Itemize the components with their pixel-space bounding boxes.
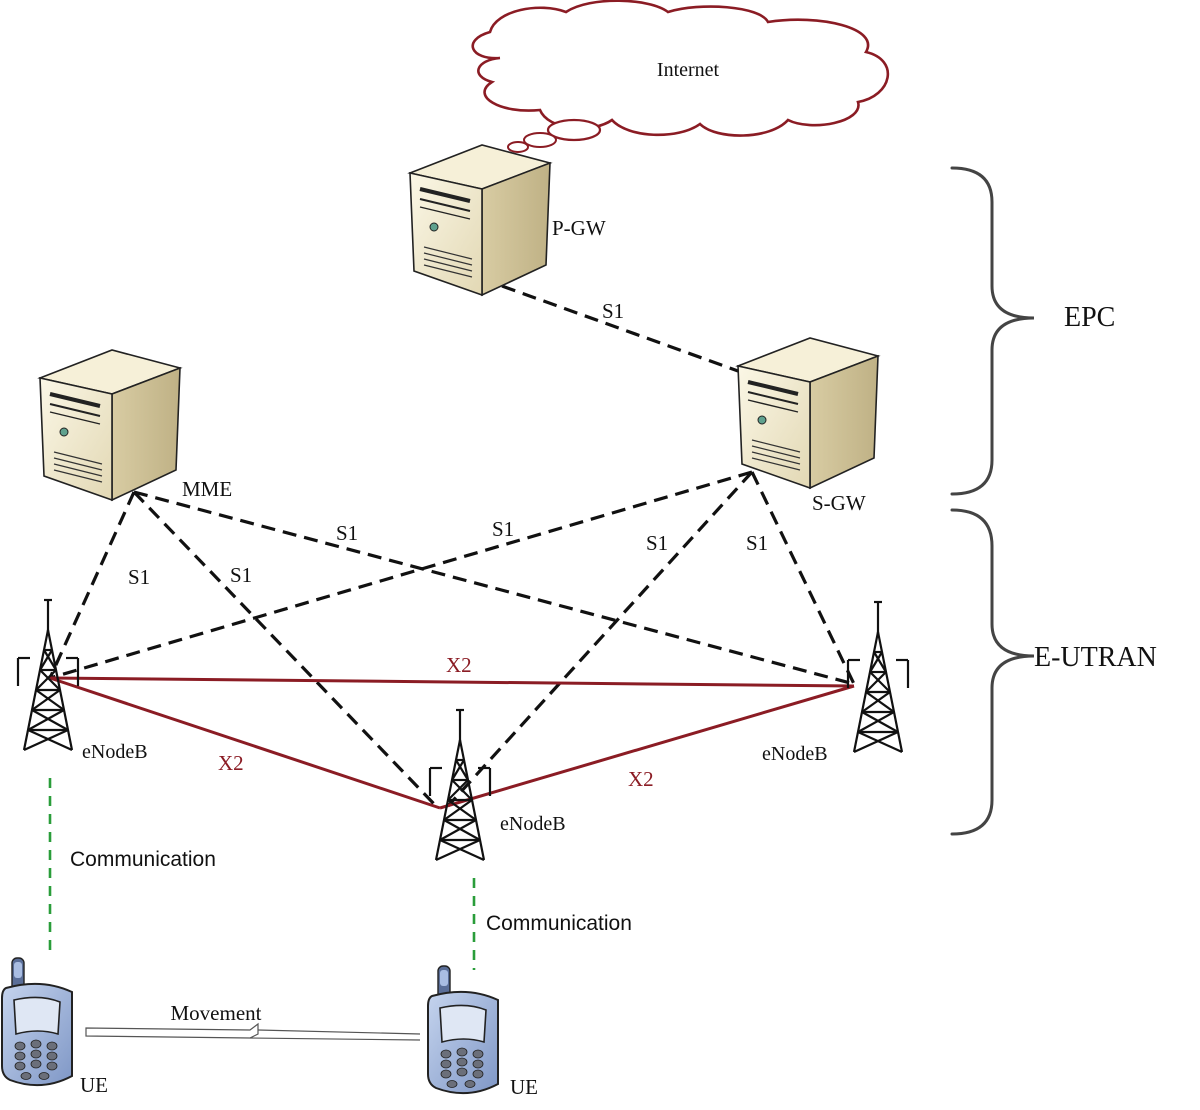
mme-label: MME: [182, 477, 232, 501]
internet-label: Internet: [657, 59, 720, 81]
s1-links: [48, 284, 856, 808]
enodeb-label: eNodeB: [762, 743, 828, 765]
x2-link-left-middle: [49, 676, 441, 810]
enodeb-label: eNodeB: [500, 813, 566, 835]
mme-server: MME: [38, 348, 232, 502]
x2-label: X2: [628, 767, 654, 791]
s1-label: S1: [746, 531, 768, 555]
server-icon: [38, 348, 182, 502]
epc-brace: EPC: [950, 166, 1115, 496]
s1-link-mme-enodeb-left: [48, 491, 136, 679]
enodeb-left: eNodeB: [16, 598, 148, 763]
ue-left: UE: [1, 957, 108, 1097]
server-icon: [408, 143, 552, 297]
movement-label: Movement: [171, 1001, 262, 1025]
s1-link-sgw-enodeb-right: [750, 471, 856, 685]
cell-tower-icon: [428, 708, 492, 862]
x2-links: [49, 676, 855, 810]
enodeb-middle: eNodeB: [428, 708, 566, 862]
s1-labels: S1 S1 S1 S1 S1 S1 S1: [128, 299, 768, 589]
x2-link-middle-right: [439, 684, 855, 810]
x2-link-left-right: [49, 676, 855, 688]
communication-label: Communication: [486, 912, 632, 935]
x2-label: X2: [446, 653, 472, 677]
cell-tower-icon: [846, 600, 910, 754]
enodeb-label: eNodeB: [82, 741, 148, 763]
epc-label: EPC: [1064, 302, 1115, 333]
s1-label: S1: [336, 521, 358, 545]
mobile-phone-icon: [427, 965, 499, 1095]
cell-tower-icon: [16, 598, 80, 752]
communication-links: Communication Communication: [48, 778, 632, 970]
s1-link-mme-enodeb-middle: [132, 490, 438, 808]
s1-link-sgw-enodeb-middle: [446, 470, 754, 808]
sgw-label: S-GW: [812, 491, 866, 515]
s1-label: S1: [492, 517, 514, 541]
s1-label: S1: [602, 299, 624, 323]
server-icon: [736, 336, 880, 490]
mobile-phone-icon: [1, 957, 73, 1087]
s1-label: S1: [646, 531, 668, 555]
internet-cloud: Internet: [471, 0, 890, 153]
s1-link-sgw-enodeb-left: [49, 470, 753, 680]
eutran-label: E-UTRAN: [1034, 642, 1157, 673]
sgw-server: S-GW: [736, 336, 880, 515]
x2-labels: X2 X2 X2: [218, 653, 654, 791]
ue-right: UE: [427, 965, 538, 1099]
s1-link-mme-enodeb-right: [133, 490, 855, 686]
movement-arrow: Movement: [85, 1001, 421, 1041]
s1-link-pgw-sgw: [501, 284, 753, 378]
ue-label: UE: [80, 1073, 108, 1097]
s1-label: S1: [230, 563, 252, 587]
communication-label: Communication: [70, 848, 216, 871]
enodeb-right: eNodeB: [762, 600, 910, 765]
pgw-label: P-GW: [552, 216, 606, 240]
x2-label: X2: [218, 751, 244, 775]
eutran-brace: E-UTRAN: [950, 508, 1157, 836]
pgw-server: P-GW: [408, 143, 606, 297]
ue-label: UE: [510, 1075, 538, 1099]
s1-label: S1: [128, 565, 150, 589]
